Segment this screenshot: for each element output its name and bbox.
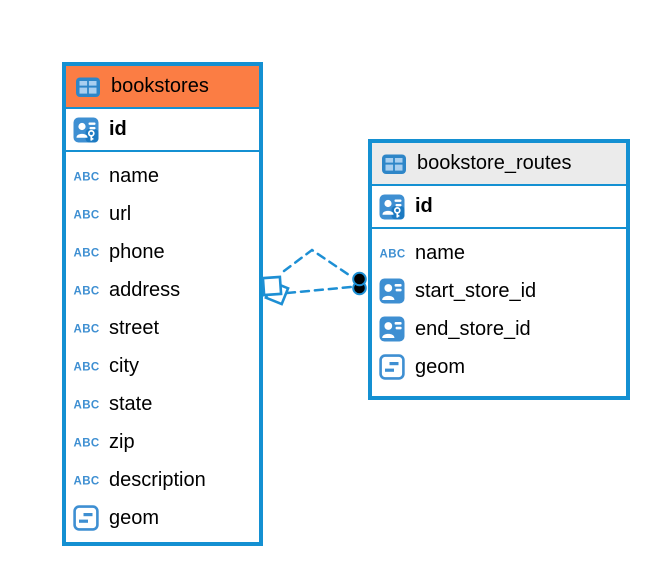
column-row-geom[interactable]: geom <box>372 348 626 386</box>
column-name: address <box>109 278 181 301</box>
abc-text-icon: ABC <box>73 467 101 493</box>
diamond-marker <box>264 280 290 306</box>
column-row-phone[interactable]: ABC phone <box>66 233 259 271</box>
column-row-description[interactable]: ABC description <box>66 461 259 499</box>
primary-key-icon <box>379 194 407 220</box>
abc-text-icon: ABC <box>73 239 101 265</box>
column-row-city[interactable]: ABC city <box>66 347 259 385</box>
abc-text-icon: ABC <box>73 429 101 455</box>
primary-key-icon <box>73 117 101 143</box>
relationship-line-2 <box>285 285 353 295</box>
reference-key-icon <box>379 316 407 342</box>
column-name: name <box>109 164 160 187</box>
abc-text-icon: ABC <box>73 391 101 417</box>
column-name: geom <box>109 506 160 529</box>
column-name: street <box>109 316 160 339</box>
svg-text:ABC: ABC <box>74 476 100 488</box>
column-row-url[interactable]: ABC url <box>66 195 259 233</box>
dot-marker <box>352 271 367 287</box>
column-row-start_store_id[interactable]: start_store_id <box>372 272 626 310</box>
svg-text:ABC: ABC <box>74 286 100 298</box>
svg-text:ABC: ABC <box>74 210 100 222</box>
table-title: bookstores <box>111 75 209 97</box>
one-end-diamond-markers[interactable] <box>261 275 290 306</box>
column-name: start_store_id <box>415 279 537 302</box>
column-name: zip <box>109 430 135 453</box>
geometry-icon <box>73 505 101 531</box>
relationship-lines[interactable] <box>282 248 354 295</box>
diamond-marker <box>261 275 283 297</box>
column-name: name <box>415 241 466 264</box>
column-name: phone <box>109 240 165 263</box>
column-row-name[interactable]: ABC name <box>66 157 259 195</box>
column-name: geom <box>415 355 466 378</box>
column-name: end_store_id <box>415 317 531 340</box>
column-name: url <box>109 202 132 225</box>
column-row-geom[interactable]: geom <box>66 499 259 537</box>
svg-text:ABC: ABC <box>380 249 406 261</box>
abc-text-icon: ABC <box>73 163 101 189</box>
svg-text:ABC: ABC <box>74 324 100 336</box>
primary-key-name: id <box>109 118 127 140</box>
column-name: city <box>109 354 139 377</box>
column-row-state[interactable]: ABC state <box>66 385 259 423</box>
dot-marker <box>352 280 367 296</box>
abc-text-icon: ABC <box>73 353 101 379</box>
primary-key-row[interactable]: id <box>66 109 259 152</box>
primary-key-name: id <box>415 195 433 217</box>
table-bookstores-header[interactable]: bookstores <box>66 66 259 109</box>
column-name: description <box>109 468 206 491</box>
reference-key-icon <box>379 278 407 304</box>
svg-text:ABC: ABC <box>74 400 100 412</box>
abc-text-icon: ABC <box>379 240 407 266</box>
svg-text:ABC: ABC <box>74 362 100 374</box>
table-icon <box>75 74 103 100</box>
table-bookstore-routes[interactable]: bookstore_routes id ABC name start_store_i… <box>368 139 630 400</box>
primary-key-row[interactable]: id <box>372 186 626 229</box>
abc-text-icon: ABC <box>73 277 101 303</box>
column-row-end_store_id[interactable]: end_store_id <box>372 310 626 348</box>
svg-text:ABC: ABC <box>74 438 100 450</box>
relationship-line-1 <box>282 248 354 279</box>
abc-text-icon: ABC <box>73 201 101 227</box>
column-row-zip[interactable]: ABC zip <box>66 423 259 461</box>
svg-text:ABC: ABC <box>74 172 100 184</box>
geometry-icon <box>379 354 407 380</box>
column-row-address[interactable]: ABC address <box>66 271 259 309</box>
column-row-name[interactable]: ABC name <box>372 234 626 272</box>
column-name: state <box>109 392 153 415</box>
abc-text-icon: ABC <box>73 315 101 341</box>
column-row-street[interactable]: ABC street <box>66 309 259 347</box>
table-bookstore-routes-header[interactable]: bookstore_routes <box>372 143 626 186</box>
table-title: bookstore_routes <box>417 152 572 174</box>
many-end-dot-markers[interactable] <box>352 271 367 296</box>
svg-text:ABC: ABC <box>74 248 100 260</box>
table-icon <box>381 151 409 177</box>
